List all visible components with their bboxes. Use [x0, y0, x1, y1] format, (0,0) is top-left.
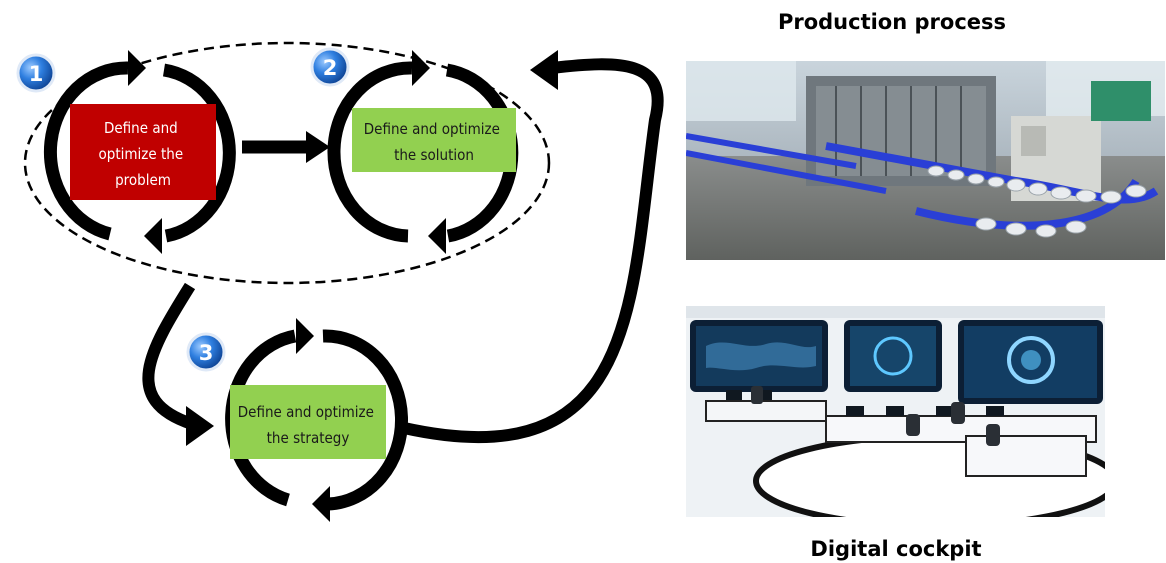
step-1-label-line2: optimize the — [99, 145, 184, 163]
step-3-badge: 3 — [186, 332, 226, 372]
svg-text:Define and optimize the: Define and optimize the solution — [364, 120, 504, 164]
step-2-label-line2: the solution — [394, 146, 474, 164]
arrow-3-to-2 — [402, 50, 664, 444]
step-3-box — [230, 385, 386, 459]
cycle-3: Define and optimize the strategy — [225, 318, 409, 522]
arrow-1-to-2 — [242, 131, 330, 163]
step-1-label-line1: Define and — [104, 119, 178, 137]
step-1-badge: 1 — [16, 53, 56, 93]
digital-cockpit-image — [686, 306, 1105, 517]
step-1-number: 1 — [29, 62, 44, 86]
step-2-label-line1: Define and optimize — [364, 120, 500, 138]
step-2-box — [352, 108, 516, 172]
production-process-image — [686, 61, 1165, 260]
cycle-1: Define and optimize the problem — [43, 50, 236, 254]
step-2-badge: 2 — [310, 47, 350, 87]
cycle-2: Define and optimize the solution — [327, 50, 519, 254]
arrow-group-to-3 — [142, 282, 214, 446]
svg-text:Define and optimize the: Define and optimize the strategy — [238, 403, 378, 447]
step-3-number: 3 — [199, 341, 214, 365]
step-3-label-line1: Define and optimize — [238, 403, 374, 421]
production-process-title: Production process — [777, 10, 1007, 34]
step-1-label-line3: problem — [115, 171, 171, 189]
step-2-number: 2 — [323, 56, 338, 80]
svg-text:Define and optimize the: Define and optimize the problem — [99, 119, 188, 189]
step-1-box — [70, 104, 216, 200]
group-ellipse — [23, 41, 551, 285]
digital-cockpit-title: Digital cockpit — [810, 537, 982, 561]
step-3-label-line2: the strategy — [267, 429, 350, 447]
